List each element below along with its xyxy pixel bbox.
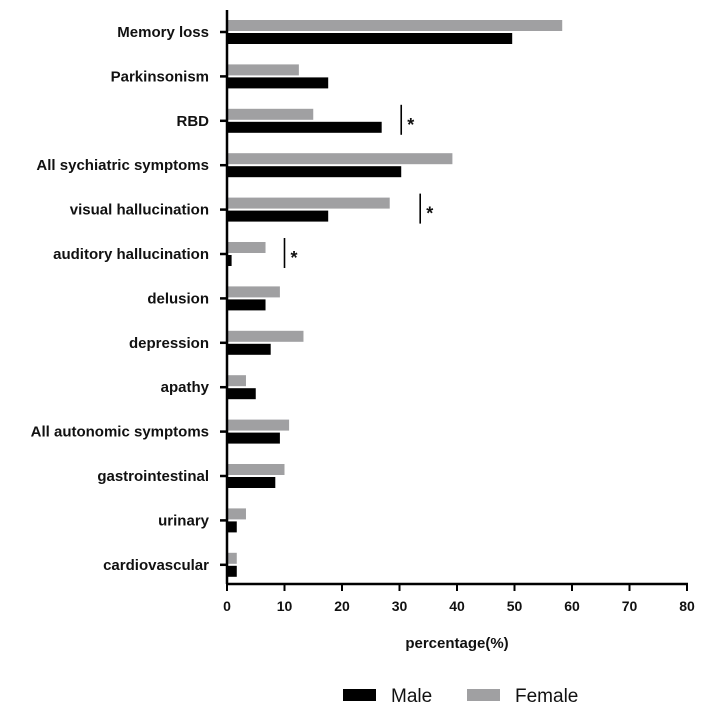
bar-male <box>227 477 276 488</box>
bar-female <box>227 508 246 520</box>
category-label: All sychiatric symptoms <box>36 157 209 174</box>
bar-female <box>227 153 453 165</box>
category-label: gastrointestinal <box>97 468 209 485</box>
x-tick-label: 30 <box>392 598 408 614</box>
x-tick-label: 70 <box>622 598 638 614</box>
legend-label-female: Female <box>515 686 578 707</box>
bar-male <box>227 121 382 133</box>
bar-female <box>227 197 390 209</box>
bar-male <box>227 255 232 266</box>
bar-male <box>227 432 280 444</box>
x-tick-label: 20 <box>334 598 350 614</box>
bar-female <box>227 464 285 475</box>
category-label: RBD <box>177 113 210 130</box>
x-axis-label: percentage(%) <box>405 635 508 652</box>
x-tick-label: 60 <box>564 598 580 614</box>
bars-layer <box>227 20 563 577</box>
legend-swatch-female <box>467 689 500 701</box>
category-label: Parkinsonism <box>111 68 209 85</box>
x-axis-ticks: 0 10 20 30 40 50 60 70 80 <box>223 584 695 614</box>
category-label: urinary <box>158 512 210 529</box>
category-label: Memory loss <box>117 24 209 41</box>
bar-female <box>227 375 246 387</box>
bar-male <box>227 343 271 355</box>
bar-male <box>227 565 237 577</box>
bar-female <box>227 64 299 76</box>
bar-male <box>227 77 329 89</box>
significance-star: * <box>291 248 298 268</box>
bar-female <box>227 330 304 342</box>
x-tick-label: 80 <box>679 598 695 614</box>
significance-markers: * * * <box>283 104 433 268</box>
category-label: delusion <box>147 290 209 307</box>
x-tick-label: 40 <box>449 598 465 614</box>
legend-swatch-male <box>343 689 376 701</box>
bar-male <box>227 166 402 178</box>
bar-female <box>227 419 290 431</box>
x-tick-label: 10 <box>277 598 293 614</box>
bar-male <box>227 299 266 311</box>
bar-male <box>227 388 256 400</box>
bar-female <box>227 552 237 564</box>
category-label: auditory hallucination <box>53 246 209 263</box>
x-tick-label: 50 <box>507 598 523 614</box>
bar-female <box>227 286 280 298</box>
x-tick-label: 0 <box>223 598 231 614</box>
axes <box>220 10 688 586</box>
bar-female <box>227 20 563 31</box>
category-label: cardiovascular <box>103 557 209 574</box>
category-label: visual hallucination <box>70 202 209 219</box>
bar-male <box>227 33 513 44</box>
category-label: apathy <box>161 379 210 396</box>
bar-female <box>227 108 314 120</box>
significance-star: * <box>407 115 414 135</box>
bar-male <box>227 521 237 533</box>
bar-female <box>227 242 266 253</box>
bar-male <box>227 210 329 222</box>
legend-label-male: Male <box>391 686 432 707</box>
category-label: All autonomic symptoms <box>31 424 209 441</box>
category-label: depression <box>129 335 209 352</box>
significance-star: * <box>426 204 433 224</box>
legend: Male Female <box>343 686 578 707</box>
